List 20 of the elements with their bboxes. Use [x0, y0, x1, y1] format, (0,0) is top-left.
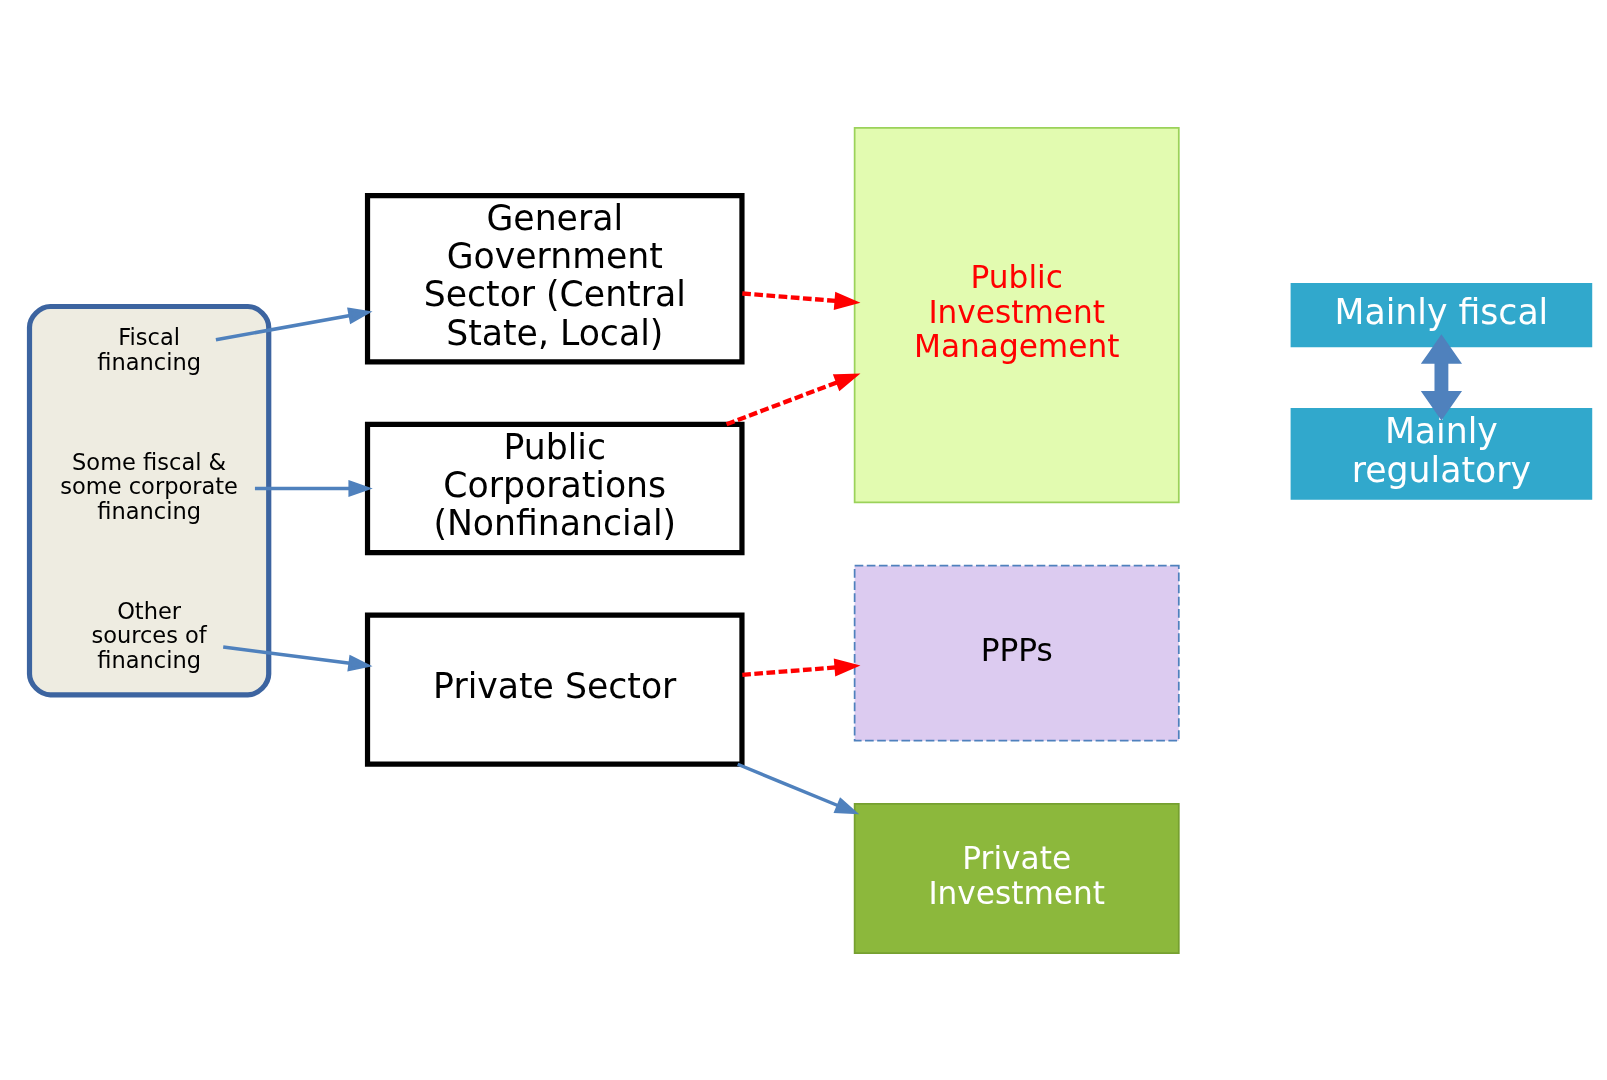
cluster — [26, 303, 272, 697]
node-box: Public Corporations (Nonfinancial) — [364, 421, 745, 555]
node-box: Private Investment — [853, 802, 1180, 954]
node-box: PPPs — [853, 564, 1180, 742]
node-text: Other sources of financing — [91, 597, 207, 673]
arrow — [725, 373, 861, 426]
arrow — [742, 290, 861, 310]
node-box: Mainly fiscal — [1290, 282, 1593, 347]
arrow — [1420, 333, 1462, 420]
arrow — [737, 762, 860, 814]
arrow — [215, 306, 373, 341]
node-box: Mainly regulatory — [1290, 407, 1593, 500]
node-text: Some fiscal & some corporate financing — [60, 448, 238, 524]
node-box: Public Investment Management — [853, 126, 1180, 503]
arrow — [222, 644, 373, 672]
arrow — [254, 479, 373, 497]
node-box: General Government Sector (Central State, Local) — [364, 192, 745, 365]
node-box: Private Sector — [364, 611, 745, 767]
arrow — [742, 657, 861, 677]
node-text: Fiscal financing — [97, 323, 201, 375]
